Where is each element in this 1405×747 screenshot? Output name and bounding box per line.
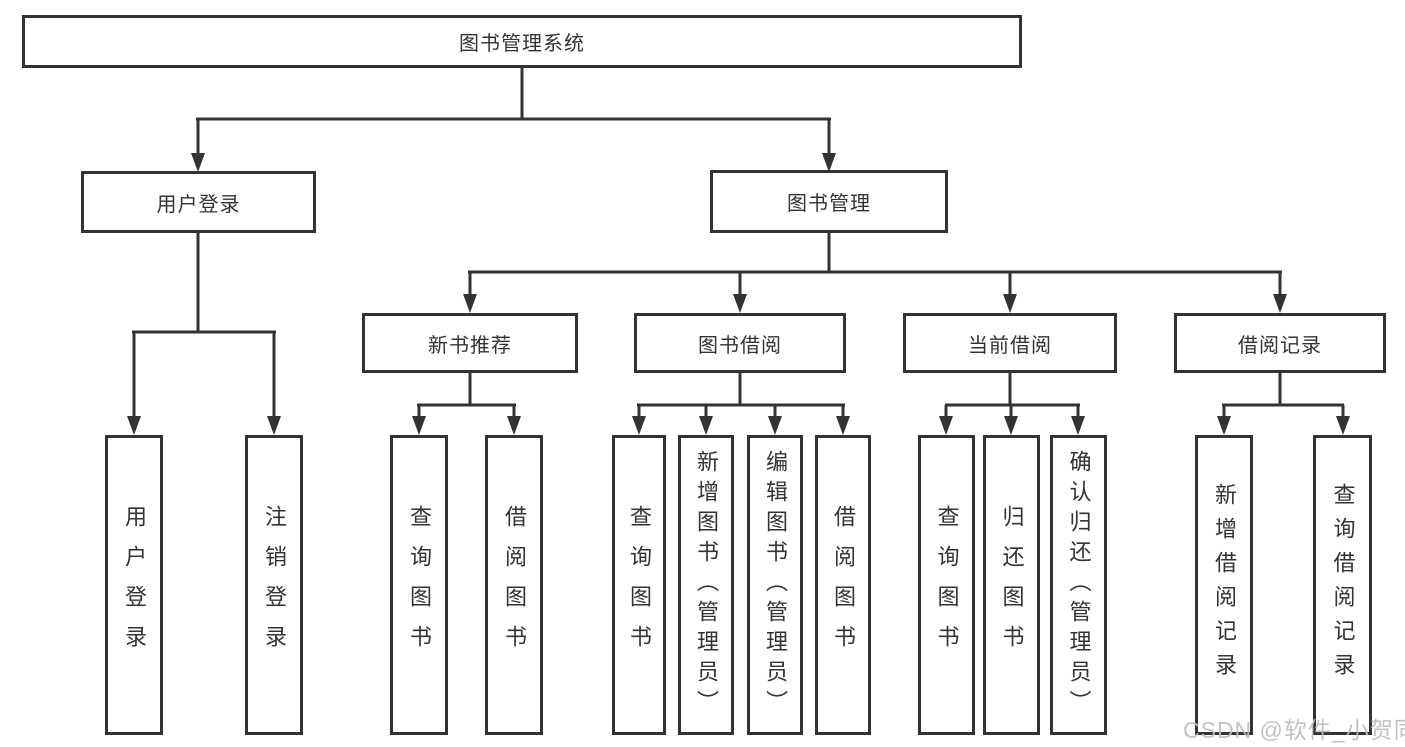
node-book-borrow: 图书借阅 xyxy=(634,313,846,373)
leaf-user-login: 用户登录 xyxy=(105,435,163,735)
connector-newbook-to-leaves xyxy=(412,373,521,435)
leaf-confirm-return-admin: 确认归还（管理员） xyxy=(1050,435,1107,735)
connector-borrow-to-leaves xyxy=(632,373,850,435)
node-book-management: 图书管理 xyxy=(710,170,948,233)
node-user-login: 用户登录 xyxy=(81,171,316,233)
leaf-logout: 注销登录 xyxy=(245,435,303,735)
node-root-system: 图书管理系统 xyxy=(22,15,1022,68)
leaf-query-borrow-record: 查询借阅记录 xyxy=(1313,435,1372,735)
leaf-query-books-borrow: 查询图书 xyxy=(612,435,666,735)
leaf-add-books-admin: 新增图书（管理员） xyxy=(678,435,734,735)
connector-userlogin-to-leaves xyxy=(127,233,281,435)
connector-bookmgmt-to-level3 xyxy=(463,233,1287,313)
node-current-borrow: 当前借阅 xyxy=(903,313,1117,373)
node-borrow-records: 借阅记录 xyxy=(1174,313,1386,373)
connector-root-to-level2 xyxy=(191,68,836,172)
leaf-query-books-current: 查询图书 xyxy=(918,435,975,735)
connector-records-to-leaves xyxy=(1217,373,1350,435)
leaf-borrow-books: 借阅图书 xyxy=(815,435,871,735)
leaf-borrow-books-recommend: 借阅图书 xyxy=(485,435,543,735)
leaf-edit-books-admin: 编辑图书（管理员） xyxy=(747,435,803,735)
connector-current-to-leaves xyxy=(939,373,1085,435)
leaf-query-books-recommend: 查询图书 xyxy=(390,435,448,735)
leaf-return-books: 归还图书 xyxy=(983,435,1040,735)
leaf-add-borrow-record: 新增借阅记录 xyxy=(1195,435,1253,735)
node-new-book-recommend: 新书推荐 xyxy=(362,313,578,373)
